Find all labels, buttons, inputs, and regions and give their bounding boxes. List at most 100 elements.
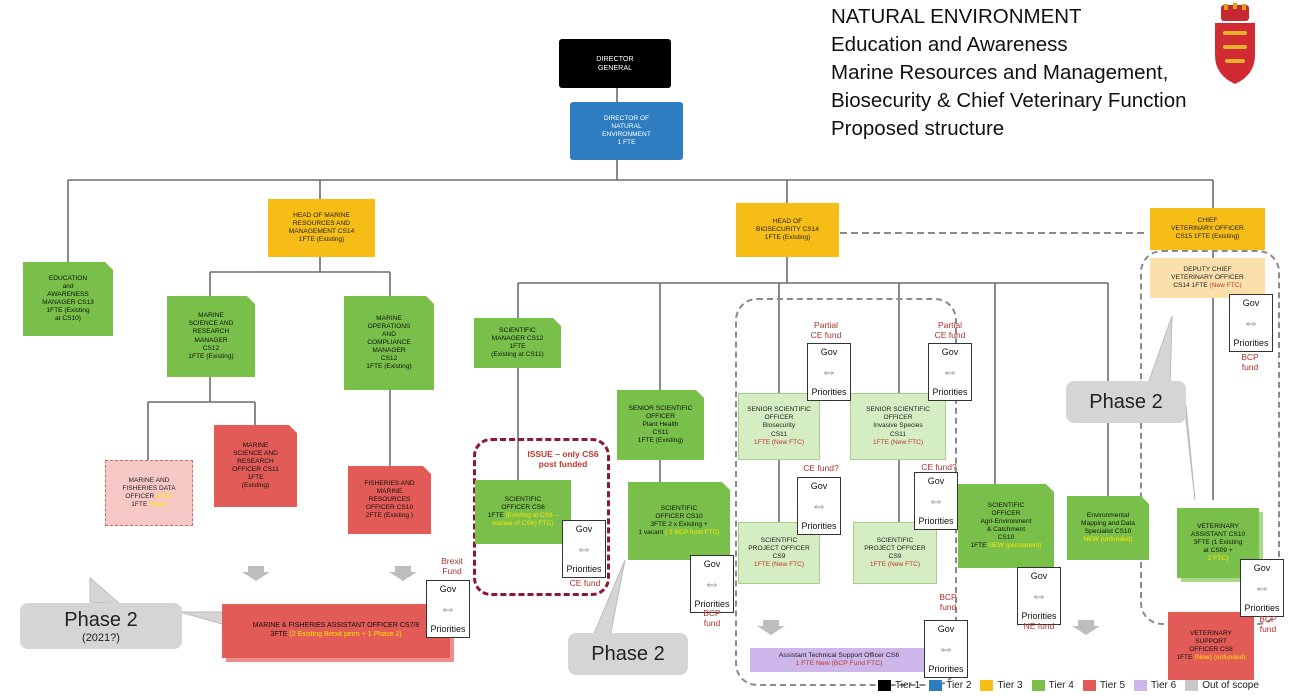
director-ne-line-4: 1 FTE	[617, 139, 636, 147]
assistant-technical-support-officer-box[interactable]: Assistant Technical Support Officer CS6 …	[750, 648, 928, 672]
director-ne-line-2: NATURAL	[611, 122, 642, 130]
head-marine-line-3: MANAGEMENT CS14	[288, 228, 355, 235]
page-title: NATURAL ENVIRONMENT Education and Awaren…	[831, 3, 1187, 143]
veterinary-assistant-box[interactable]: VETERINARY ASSISTANT CS10 3FTE (1 Existi…	[1177, 508, 1259, 578]
agri-extra: NEW (permanent)	[988, 542, 1042, 550]
senior-officer-biosecurity-box[interactable]: SENIOR SCIENTIFIC OFFICER Biosecurity CS…	[738, 393, 820, 460]
director-general-line-1: DIRECTOR	[596, 53, 634, 63]
vet-assistant-line-2: ASSISTANT CS10	[1190, 530, 1246, 538]
scientific-officer-cs10-box[interactable]: SCIENTIFIC OFFICER CS10 3FTE 2 x Existin…	[628, 482, 730, 560]
marine-research-officer-box[interactable]: MARINE SCIENCE AND RESEARCH OFFICER CS11…	[214, 425, 297, 507]
fisheries-marine-resources-officer-box[interactable]: FISHERIES AND MARINE RESOURCES OFFICER C…	[348, 466, 431, 534]
double-arrow-icon: ⇔	[941, 362, 959, 381]
sci-officer-cs10-vacant: 1 vacant	[638, 529, 666, 537]
issue-outline	[473, 438, 610, 596]
marine-fisheries-assistant-officer-box[interactable]: MARINE & FISHERIES ASSISTANT OFFICER CS7…	[222, 604, 450, 658]
gov-label: Gov	[1030, 571, 1048, 581]
director-general-box[interactable]: DIRECTOR GENERAL	[559, 39, 671, 88]
marine-science-manager-box[interactable]: MARINE SCIENCE AND RESEARCH MANAGER CS12…	[167, 296, 255, 377]
head-of-biosecurity-box[interactable]: HEAD OF BIOSECURITY CS14 1FTE (Existing)	[736, 203, 839, 257]
project-officer-1-line-2: PROJECT OFFICER	[748, 544, 810, 552]
deputy-chief-vet-box[interactable]: DEPUTY CHIEF VETERINARY OFFICER CS14 1FT…	[1150, 258, 1265, 298]
education-manager-box[interactable]: EDUCATION and AWARENESS MANAGER CS13 1FT…	[23, 262, 113, 336]
senior-officer-plant-health-box[interactable]: SENIOR SCIENTIFIC OFFICER Plant Health C…	[617, 390, 704, 460]
marine-research-line-5: 1FTE	[247, 474, 264, 482]
phase2-middle-label: Phase 2	[591, 642, 665, 665]
brexit-fund-line-2: Fund	[442, 566, 462, 577]
fisheries-data-officer-box[interactable]: MARINE AND FISHERIES DATA OFFICER CS10 1…	[105, 460, 193, 526]
fisheries-officer-line-5: 2FTE (Existing )	[365, 512, 414, 520]
gov-priorities-box: Gov⇔Priorities	[1017, 567, 1061, 625]
legend-item-tier3: Tier 3	[980, 679, 1023, 691]
scientific-officer-cs6-box[interactable]: SCIENTIFIC OFFICER CS6 1FTE (Existing at…	[475, 480, 571, 544]
marine-assistant-fte: 3FTE	[270, 631, 290, 638]
legend-swatch	[1031, 679, 1045, 691]
sci-officer-cs6-line-3: 1FTE (Existing at CS6 – trainee of CS6) …	[478, 512, 568, 528]
legend-label: Tier 6	[1151, 679, 1177, 691]
head-of-marine-box[interactable]: HEAD OF MARINE RESOURCES AND MANAGEMENT …	[268, 199, 375, 257]
legend-item-tier2: Tier 2	[929, 679, 971, 691]
priorities-label: Priorities	[1244, 603, 1280, 613]
phase2-callout-right: Phase 2	[1066, 381, 1186, 423]
sci-manager-line-1: SCIENTIFIC	[499, 326, 536, 334]
scientific-project-officer-2-box[interactable]: SCIENTIFIC PROJECT OFFICER CS9 1FTE (New…	[853, 522, 937, 584]
bcp-fund-2-line-2: fund	[939, 602, 957, 613]
marine-ops-line-4: COMPLIANCE	[367, 338, 411, 346]
priorities-label: Priorities	[694, 599, 730, 609]
vet-support-line-3: OFFICER CS8	[1189, 646, 1233, 653]
senior-invasive-line-4: CS11	[889, 430, 906, 438]
partial-ce-2-line-1: Partial	[937, 320, 963, 330]
marine-research-line-2: SCIENCE AND	[233, 449, 278, 457]
plant-health-line-2: OFFICER	[646, 412, 675, 420]
priorities-label: Priorities	[1233, 338, 1269, 348]
marine-ops-line-6: CS12	[380, 355, 398, 363]
senior-bio-line-1: SENIOR SCIENTIFIC	[747, 406, 811, 414]
double-arrow-icon: ⇔	[1242, 313, 1260, 332]
senior-officer-invasive-species-box[interactable]: SENIOR SCIENTIFIC OFFICER Invasive Speci…	[850, 393, 946, 460]
technical-support-line-2: 1 FTE New (BCP Fund FTC)	[795, 660, 883, 667]
phase2-right-label: Phase 2	[1089, 390, 1163, 413]
chief-veterinary-officer-box[interactable]: CHIEF VETERINARY OFFICER CS15 1FTE (Exis…	[1150, 208, 1265, 250]
title-line-1: NATURAL ENVIRONMENT	[831, 5, 1082, 28]
legend-swatch	[929, 679, 943, 691]
gov-label: Gov	[1253, 563, 1271, 573]
partial-ce-2-line-2: CE fund	[934, 330, 966, 341]
legend-label: Tier 5	[1099, 679, 1126, 691]
marine-operations-manager-box[interactable]: MARINE OPERATIONS AND COMPLIANCE MANAGER…	[344, 296, 434, 390]
sci-officer-cs10-line-3: 3FTE 2 x Existing +	[650, 521, 708, 528]
ce-fund-question-note-2: CE fund?	[921, 462, 957, 472]
education-line-3: AWARENESS	[47, 290, 89, 298]
senior-invasive-fte: 1FTE (New FTC)	[872, 438, 924, 446]
legend-label: Tier 4	[1048, 679, 1074, 691]
sci-officer-cs6-extra: (Existing at CS6 – trainee of CS6) FTC)	[492, 512, 559, 528]
deputy-vet-line-2: VETERINARY OFFICER	[1171, 273, 1244, 281]
legend-item-tier1: Tier 1	[878, 679, 920, 691]
agri-environment-officer-box[interactable]: SCIENTIFIC OFFICER Agri-Environment & Ca…	[958, 484, 1054, 568]
brexit-fund-line-1: Brexit	[441, 556, 463, 566]
phase2-left-label: Phase 2	[64, 608, 138, 631]
senior-bio-line-4: CS11	[770, 430, 787, 438]
sci-manager-line-2: MANAGER CS12	[491, 334, 544, 342]
legend-item-tier4: Tier 4	[1031, 679, 1074, 691]
gov-label: Gov	[575, 524, 593, 534]
agri-line-6: 1FTE NEW (permanent)	[970, 542, 1041, 550]
marine-ops-line-5: MANAGER	[372, 347, 406, 355]
fisheries-officer-line-4: OFFICER CS10	[365, 504, 414, 512]
scientific-manager-box[interactable]: SCIENTIFIC MANAGER CS12 1FTE (Existing a…	[474, 318, 561, 368]
veterinary-support-officer-box[interactable]: VETERINARY SUPPORT OFFICER CS8 1FTE (New…	[1168, 612, 1254, 680]
vet-assistant-line-1: VETERINARY	[1196, 522, 1240, 530]
head-marine-line-4: 1FTE (Existing)	[298, 236, 345, 244]
agri-line-2: OFFICER	[991, 509, 1021, 517]
deputy-vet-grade: CS14 1FTE	[1173, 282, 1210, 290]
vet-assistant-line-3: 3FTE (1 Existing	[1193, 538, 1243, 546]
bcp-fund-2-line-1: BCP	[939, 592, 957, 602]
marine-science-mgr-line-4: MANAGER	[194, 336, 228, 344]
sci-officer-cs10-extra: ( 1 BCP fund FTC)	[665, 529, 720, 537]
sci-officer-cs6-fte: 1FTE	[487, 512, 506, 519]
environmental-mapping-specialist-box[interactable]: Environmental Mapping and Data Specialis…	[1067, 496, 1149, 560]
director-natural-environment-box[interactable]: DIRECTOR OF NATURAL ENVIRONMENT 1 FTE	[570, 102, 683, 160]
gov-priorities-box: Gov⇔Priorities	[797, 477, 841, 535]
partial-ce-1-line-1: Partial	[813, 320, 839, 330]
plant-health-line-3: Plant Health	[642, 420, 679, 428]
director-ne-line-3: ENVIRONMENT	[602, 131, 651, 138]
